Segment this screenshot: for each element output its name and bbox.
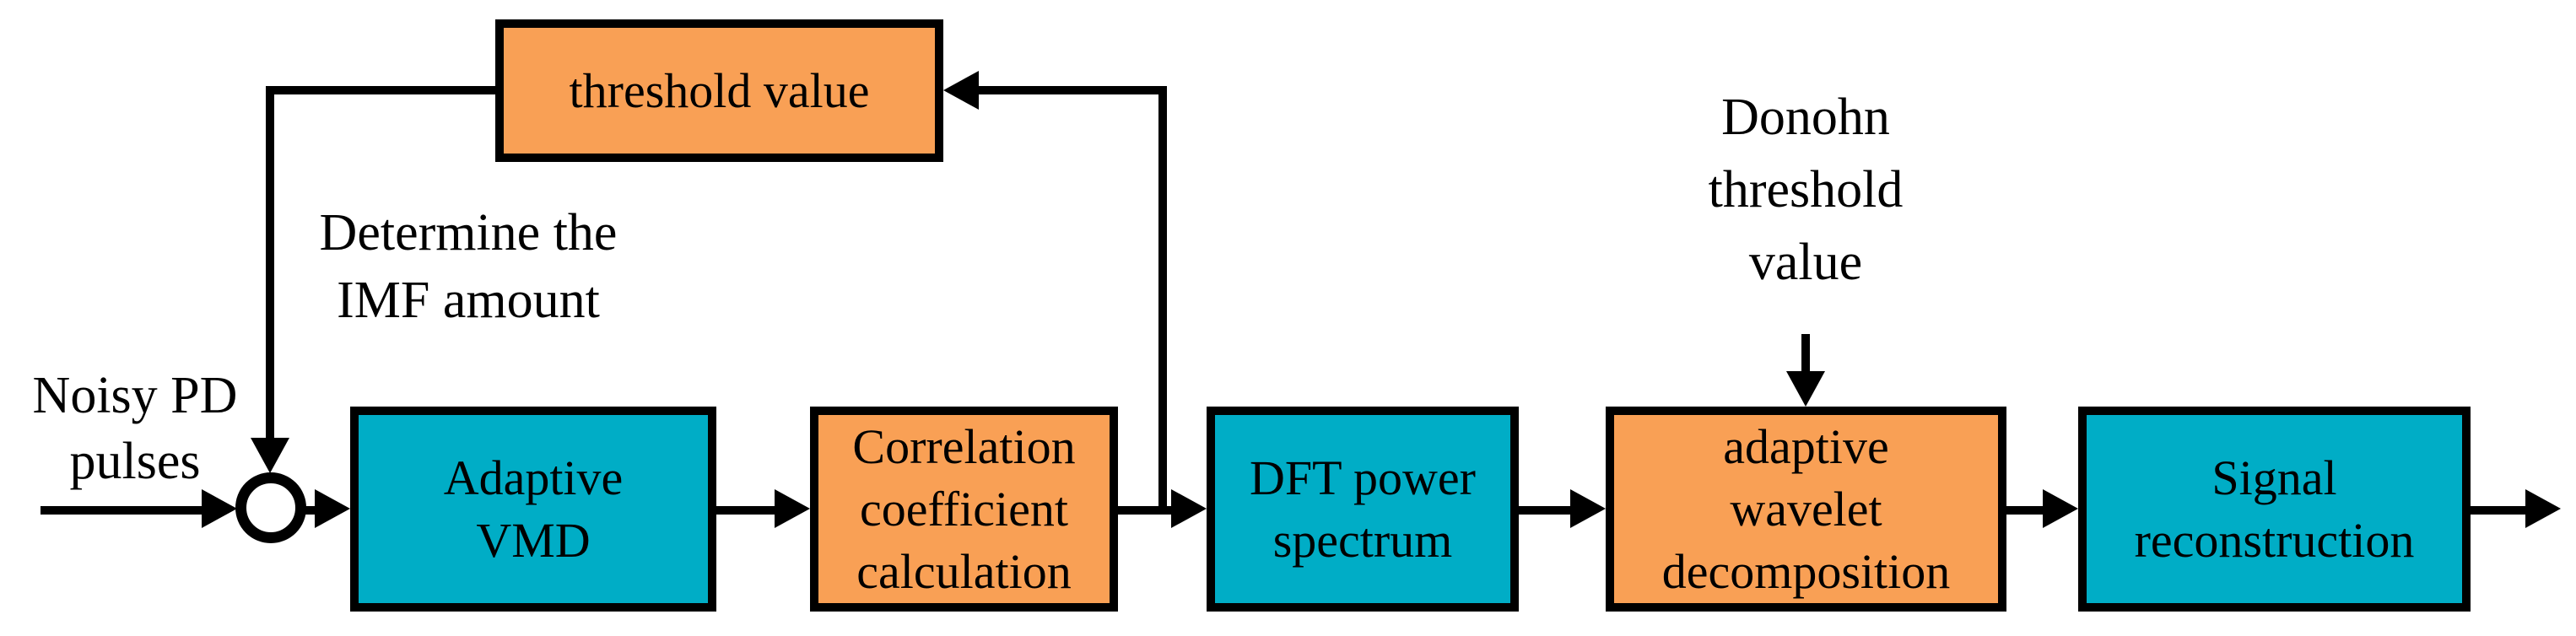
- connector-output-line: [2471, 506, 2526, 515]
- connector-wavelet-to-signal-line: [2006, 506, 2047, 515]
- arrowhead-left-into-threshold-icon: [943, 71, 979, 110]
- connector-donohn-to-wavelet-line: [1801, 334, 1810, 376]
- connector-vmd-to-correlation-line: [716, 506, 780, 515]
- connector-junction-to-vmd-line: [305, 506, 319, 515]
- arrowhead-right-into-dft-icon: [1171, 489, 1207, 528]
- connector-correlation-to-threshold-horizontal: [977, 86, 1160, 94]
- label-noisy-pd-pulses: Noisy PD pulses: [32, 367, 238, 490]
- box-correlation-coefficient-calculation: Correlation coefficient calculation: [810, 407, 1118, 612]
- label-determine-imf-amount: Determine the IMF amount: [319, 204, 618, 329]
- box-threshold-value: threshold value: [495, 19, 943, 162]
- box-signal-reconstruction: Signal reconstruction: [2078, 407, 2471, 612]
- arrowhead-right-into-signal-icon: [2043, 489, 2078, 528]
- arrowhead-right-into-correlation-icon: [775, 489, 810, 528]
- connector-correlation-to-dft-line: [1118, 506, 1175, 515]
- label-donohn-threshold-value: Donohn threshold value: [1708, 89, 1904, 291]
- connector-correlation-to-threshold-vertical: [1158, 86, 1167, 513]
- box-adaptive-wavelet-decomposition: adaptive wavelet decomposition: [1606, 407, 2006, 612]
- arrowhead-right-into-wavelet-icon: [1570, 489, 1606, 528]
- connector-threshold-to-junction-vertical: [266, 86, 274, 441]
- box-dft-power-spectrum: DFT power spectrum: [1207, 407, 1519, 612]
- connector-dft-to-wavelet-line: [1519, 506, 1574, 515]
- box-adaptive-vmd: Adaptive VMD: [350, 407, 716, 612]
- sum-junction-circle: [235, 472, 306, 543]
- arrowhead-right-into-vmd-icon: [315, 489, 350, 528]
- arrowhead-right-input-icon: [202, 489, 237, 528]
- arrowhead-down-into-wavelet-icon: [1786, 371, 1825, 407]
- arrowhead-down-into-junction-icon: [251, 438, 289, 473]
- connector-input-line: [41, 506, 205, 515]
- arrowhead-right-output-icon: [2525, 489, 2561, 528]
- connector-threshold-to-junction-horizontal: [266, 86, 495, 94]
